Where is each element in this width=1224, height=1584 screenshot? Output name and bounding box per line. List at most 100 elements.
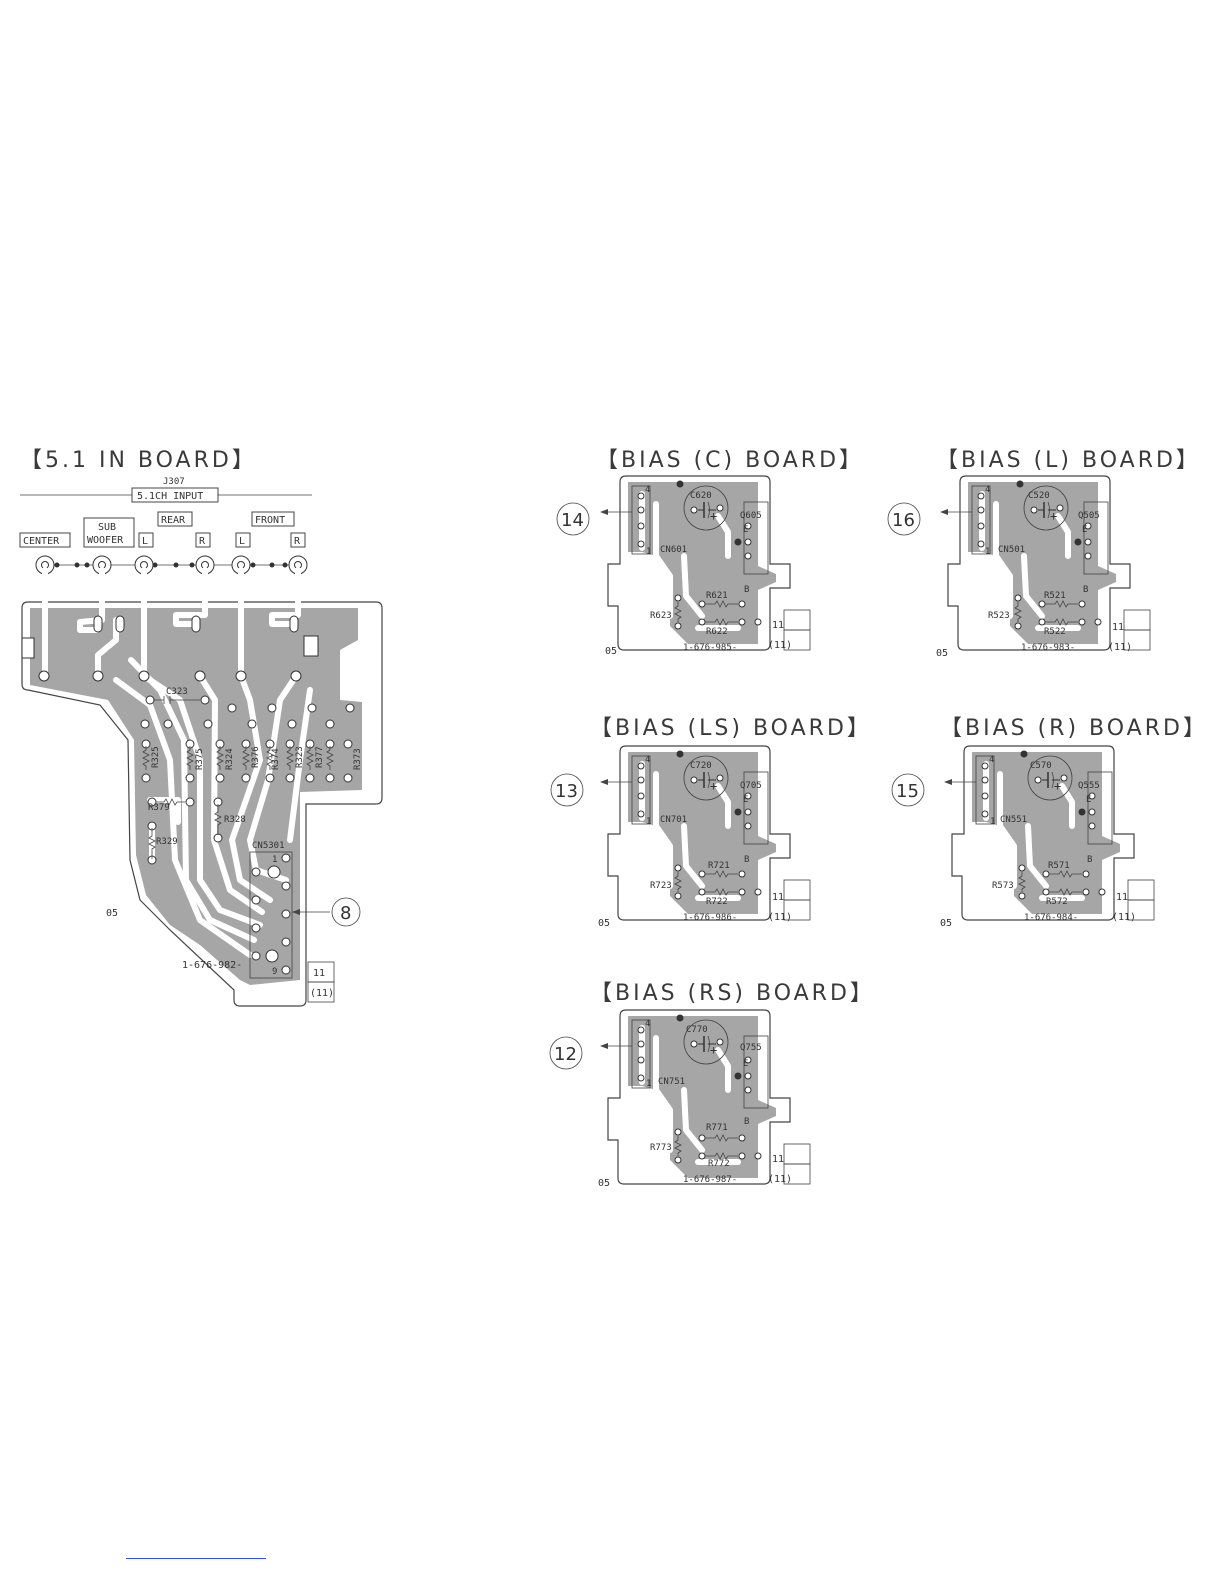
bias-l-side: 05 <box>936 648 948 659</box>
in-board-r376: R376 <box>251 746 261 768</box>
bias-c-title: 【BIAS (C) BOARD】 <box>596 448 864 473</box>
bias-l-r3: R523 <box>988 611 1010 621</box>
bias-l-cap: C520 <box>1028 491 1050 501</box>
in-board-connector-ref: 8 <box>340 903 351 924</box>
bias-rs-ref-b: (11) <box>768 1174 792 1185</box>
bias-r-title: 【BIAS (R) BOARD】 <box>940 716 1208 741</box>
bias-l-r2: R522 <box>1044 627 1066 637</box>
bias-l-title: 【BIAS (L) BOARD】 <box>936 448 1201 473</box>
bias-rs-part: 1-676-987- <box>683 1175 737 1185</box>
label-rear-l: L <box>142 536 148 547</box>
jack-label: 5.1CH INPUT <box>137 491 203 502</box>
bias-r-ref: 15 <box>896 781 919 802</box>
in-board-pin-9: 9 <box>272 967 277 977</box>
bias-l-tr: Q505 <box>1078 511 1100 521</box>
bias-c-ref: 14 <box>561 510 584 531</box>
bias-l-r1: R521 <box>1044 591 1066 601</box>
bias-c-r2: R622 <box>706 627 728 637</box>
label-sub: SUB <box>98 522 116 533</box>
bias-ls-pin-1: 1 <box>646 817 651 827</box>
bias-l-cn: CN501 <box>998 545 1025 555</box>
bias-l-ref-a: 11 <box>1112 622 1124 633</box>
in-board-r324: R324 <box>225 748 235 770</box>
bias-c-pin-1: 1 <box>646 547 651 557</box>
bias-board-ls: 【BIAS (LS) BOARD】 13 C720 Q705 CN701 R72… <box>550 716 872 929</box>
in-board-ref-b: (11) <box>310 988 334 999</box>
bias-ls-part: 1-676-986- <box>683 913 737 923</box>
bias-l-pin-1: 1 <box>985 547 990 557</box>
bias-c-ref-b: (11) <box>768 640 792 651</box>
bias-r-pin-e: E <box>1086 795 1091 805</box>
bias-r-pin-b: B <box>1087 855 1092 865</box>
in-board-r323: R323 <box>295 746 305 768</box>
bias-rs-r2: R772 <box>708 1159 730 1169</box>
bias-r-pin-4: 4 <box>989 755 994 765</box>
in-board-r377: R377 <box>315 746 325 768</box>
bias-board-c: 【BIAS (C) BOARD】 14 C620 Q605 CN601 R621… <box>556 448 864 657</box>
in-board-side: 05 <box>106 908 118 919</box>
bias-rs-r1: R771 <box>706 1123 728 1133</box>
label-center: CENTER <box>23 536 60 547</box>
bias-ls-ref-b: (11) <box>768 912 792 923</box>
bias-rs-tr: Q755 <box>740 1043 762 1053</box>
bias-ls-tr: Q705 <box>740 781 762 791</box>
bias-ls-pin-b: B <box>744 855 749 865</box>
in-board-r325: R325 <box>151 746 161 768</box>
in-board-r375: R375 <box>195 748 205 770</box>
bias-c-r3: R623 <box>650 611 672 621</box>
bias-r-r1: R571 <box>1048 861 1070 871</box>
bias-l-part: 1-676-983- <box>1021 643 1075 653</box>
in-board-c323: C323 <box>166 687 188 697</box>
bias-r-part: 1-676-984- <box>1024 913 1078 923</box>
bias-r-pin-1: 1 <box>990 817 995 827</box>
bias-l-ref: 16 <box>892 510 915 531</box>
label-front: FRONT <box>255 515 285 526</box>
bias-rs-pin-4: 4 <box>645 1019 650 1029</box>
bias-c-part: 1-676-985- <box>683 643 737 653</box>
jack-ref: J307 <box>163 477 185 487</box>
in-board-r328: R328 <box>224 815 246 825</box>
bias-rs-ref-a: 11 <box>772 1154 784 1165</box>
in-board-r379: R379 <box>148 803 170 813</box>
bias-c-ref-a: 11 <box>772 620 784 631</box>
bias-board-rs: 【BIAS (RS) BOARD】 12 C770 Q755 CN751 R77… <box>549 981 875 1189</box>
in-board-pin-1: 1 <box>272 855 277 865</box>
bias-board-r: 【BIAS (R) BOARD】 15 C570 Q555 CN551 R571… <box>891 716 1208 929</box>
in-board: 【5.1 IN BOARD】 J307 5.1CH INPUT CENTER S… <box>19 448 383 1007</box>
bias-rs-side: 05 <box>598 1178 610 1189</box>
in-board-title: 【5.1 IN BOARD】 <box>20 448 257 473</box>
bias-ls-r3: R723 <box>650 881 672 891</box>
bias-c-pin-b: B <box>744 585 749 595</box>
bias-rs-pin-e: E <box>743 1059 748 1069</box>
bias-ls-side: 05 <box>598 918 610 929</box>
bias-rs-title: 【BIAS (RS) BOARD】 <box>590 981 875 1006</box>
bias-c-cap: C620 <box>690 491 712 501</box>
bias-c-pin-4: 4 <box>645 485 650 495</box>
label-woofer: WOOFER <box>87 535 124 546</box>
in-board-part-no: 1-676-982- <box>182 960 242 971</box>
bias-ls-ref-a: 11 <box>772 892 784 903</box>
bias-ls-cap: C720 <box>690 761 712 771</box>
bias-r-ref-b: (11) <box>1112 912 1136 923</box>
bias-rs-r3: R773 <box>650 1143 672 1153</box>
label-rear-r: R <box>199 536 206 547</box>
in-board-cn: CN5301 <box>252 841 285 851</box>
bias-ls-ref: 13 <box>555 781 578 802</box>
bias-l-pin-4: 4 <box>985 485 990 495</box>
bias-board-l: 【BIAS (L) BOARD】 16 C520 Q505 CN501 R521… <box>887 448 1201 659</box>
bias-c-cn: CN601 <box>660 545 687 555</box>
bias-ls-pin-e: E <box>743 795 748 805</box>
label-front-r: R <box>294 536 301 547</box>
bias-ls-r1: R721 <box>708 861 730 871</box>
bias-ls-title: 【BIAS (LS) BOARD】 <box>590 716 872 741</box>
bias-ls-r2: R722 <box>706 897 728 907</box>
in-board-r329: R329 <box>156 837 178 847</box>
bias-r-cap: C570 <box>1030 761 1052 771</box>
bias-c-r1: R621 <box>706 591 728 601</box>
bias-c-side: 05 <box>605 646 617 657</box>
bias-c-tr: Q605 <box>740 511 762 521</box>
bias-rs-pin-1: 1 <box>646 1079 651 1089</box>
bias-rs-cap: C770 <box>686 1025 708 1035</box>
label-rear: REAR <box>161 515 186 526</box>
